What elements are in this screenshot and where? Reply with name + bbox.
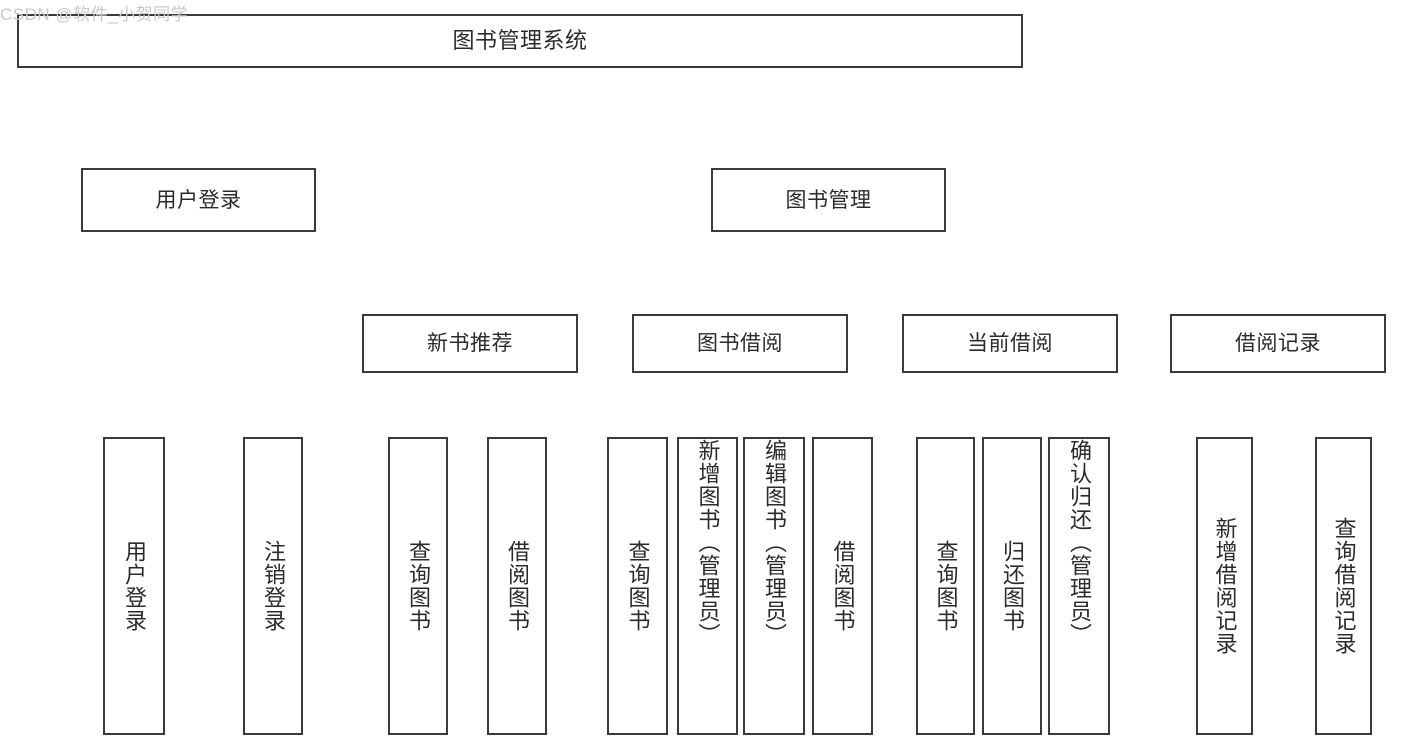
node-label: 用户登录 <box>122 540 147 632</box>
node-leaf-user-logout[interactable]: 注销登录 <box>243 437 303 735</box>
node-label: 借阅图书 <box>505 540 530 632</box>
node-root[interactable]: 图书管理系统 <box>17 14 1023 68</box>
node-leaf-query-record[interactable]: 查询借阅记录 <box>1315 437 1372 735</box>
node-label: 图书管理 <box>785 188 872 212</box>
node-label: 图书借阅 <box>697 332 783 355</box>
node-leaf-add-book-admin[interactable]: 新增图书（管理员） <box>677 437 738 735</box>
node-label: 借阅记录 <box>1235 332 1321 355</box>
node-leaf-borrow-book-2[interactable]: 借阅图书 <box>812 437 873 735</box>
node-current-borrow[interactable]: 当前借阅 <box>902 314 1118 373</box>
node-leaf-confirm-return[interactable]: 确认归还（管理员） <box>1048 437 1110 735</box>
node-label: 查询图书 <box>406 540 431 632</box>
node-label: 查询图书 <box>625 540 651 632</box>
node-label: 查询图书 <box>933 540 959 632</box>
node-leaf-query-book-2[interactable]: 查询图书 <box>607 437 668 735</box>
node-book-borrow[interactable]: 图书借阅 <box>632 314 848 373</box>
node-label: 当前借阅 <box>967 332 1053 355</box>
node-leaf-edit-book-admin[interactable]: 编辑图书（管理员） <box>743 437 805 735</box>
node-leaf-return-book[interactable]: 归还图书 <box>982 437 1042 735</box>
node-label: 图书管理系统 <box>452 28 588 53</box>
node-leaf-user-login[interactable]: 用户登录 <box>103 437 165 735</box>
node-leaf-query-book-3[interactable]: 查询图书 <box>916 437 975 735</box>
node-label: 新书推荐 <box>427 332 513 355</box>
node-user-login[interactable]: 用户登录 <box>81 168 316 232</box>
node-leaf-borrow-book-1[interactable]: 借阅图书 <box>487 437 547 735</box>
node-label: 新增借阅记录 <box>1212 517 1238 655</box>
node-label: 查询借阅记录 <box>1331 517 1357 655</box>
csdn-watermark: CSDN @软件_小贺同学 <box>0 5 189 24</box>
node-leaf-query-book-1[interactable]: 查询图书 <box>388 437 448 735</box>
node-label: 确认归还（管理员） <box>1067 439 1092 646</box>
node-book-manage[interactable]: 图书管理 <box>711 168 946 232</box>
node-label: 借阅图书 <box>830 540 856 632</box>
node-label: 新增图书（管理员） <box>695 439 721 646</box>
node-label: 归还图书 <box>1000 540 1025 632</box>
node-leaf-add-record[interactable]: 新增借阅记录 <box>1196 437 1253 735</box>
node-new-book-recommend[interactable]: 新书推荐 <box>362 314 578 373</box>
node-label: 注销登录 <box>261 540 286 632</box>
node-label: 编辑图书（管理员） <box>762 439 787 646</box>
node-borrow-record[interactable]: 借阅记录 <box>1170 314 1386 373</box>
node-label: 用户登录 <box>155 188 242 212</box>
